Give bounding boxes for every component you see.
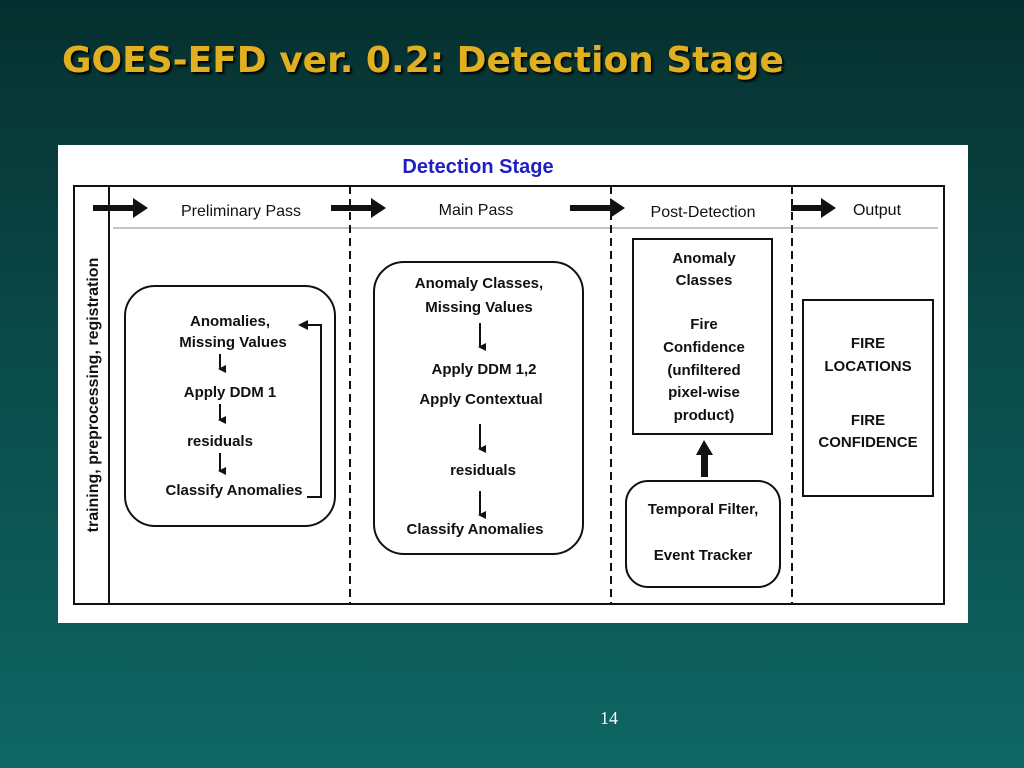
stage-arrow-2 xyxy=(331,198,386,218)
prelim-feedback-loop xyxy=(305,324,322,498)
prelim-anomalies-label: Anomalies, xyxy=(190,313,270,330)
slide-title: GOES-EFD ver. 0.2: Detection Stage xyxy=(62,40,784,81)
temporal-filter-label: Temporal Filter, xyxy=(648,501,759,518)
preliminary-pass-box xyxy=(124,285,336,527)
prelim-feedback-arrowhead xyxy=(298,320,308,330)
output-box xyxy=(802,299,934,497)
output-fire-label-1: FIRE xyxy=(851,335,885,352)
stage-label-main: Main Pass xyxy=(439,202,514,219)
main-apply-ddm12-label: Apply DDM 1,2 xyxy=(431,361,536,378)
prelim-residuals-label: residuals xyxy=(187,433,253,450)
post-detection-lower-box xyxy=(625,480,781,588)
post-classes-label: Classes xyxy=(676,272,733,289)
main-pass-box xyxy=(373,261,584,555)
main-residuals-label: residuals xyxy=(450,462,516,479)
stage-label-preliminary: Preliminary Pass xyxy=(181,203,301,220)
output-fire-label-2: FIRE xyxy=(851,412,885,429)
output-confidence-label: CONFIDENCE xyxy=(818,434,917,451)
header-arrows xyxy=(93,198,836,218)
stage-arrow-4 xyxy=(791,198,836,218)
prelim-apply-ddm1-label: Apply DDM 1 xyxy=(184,384,277,401)
output-locations-label: LOCATIONS xyxy=(824,358,911,375)
stage-arrow-1 xyxy=(93,198,148,218)
post-anomaly-label: Anomaly xyxy=(672,250,736,267)
diagram-title: Detection Stage xyxy=(402,156,553,178)
stage-arrow-3 xyxy=(570,198,625,218)
detection-stage-diagram: Detection Stage training, preprocessing,… xyxy=(58,145,968,623)
page-number: 14 xyxy=(600,708,618,728)
post-product-label: product) xyxy=(674,407,735,424)
diagram-frame xyxy=(73,185,945,605)
post-detection-upper-box xyxy=(632,238,773,435)
main-anomaly-classes-label: Anomaly Classes, xyxy=(415,275,543,292)
main-classify-label: Classify Anomalies xyxy=(407,521,544,538)
event-tracker-label: Event Tracker xyxy=(654,547,753,564)
post-up-arrow xyxy=(696,440,713,477)
post-pixel-wise-label: pixel-wise xyxy=(668,384,740,401)
prelim-classify-label: Classify Anomalies xyxy=(166,482,303,499)
post-confidence-label: Confidence xyxy=(663,339,745,356)
post-fire-label: Fire xyxy=(690,316,718,333)
post-unfiltered-label: (unfiltered xyxy=(667,362,740,379)
main-apply-contextual-label: Apply Contextual xyxy=(419,391,542,408)
side-label: training, preprocessing, registration xyxy=(85,258,102,533)
prelim-missing-values-label: Missing Values xyxy=(179,334,287,351)
main-missing-values-label: Missing Values xyxy=(425,299,533,316)
stage-label-post-detection: Post-Detection xyxy=(651,204,756,221)
stage-label-output: Output xyxy=(853,202,902,219)
